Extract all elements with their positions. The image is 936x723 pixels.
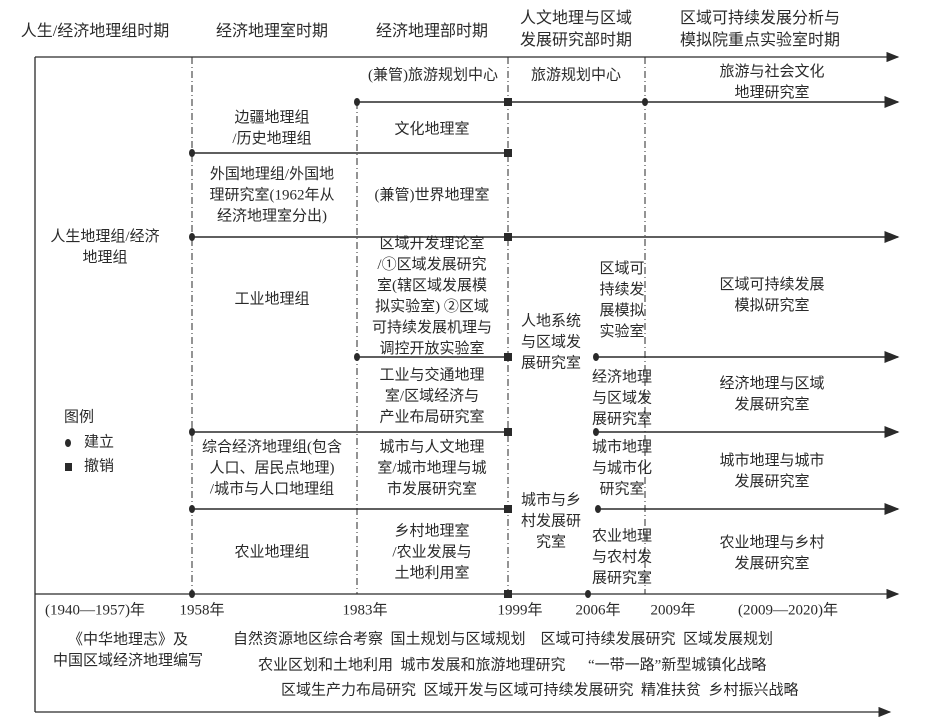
period-header: 经济地理部时期 xyxy=(375,23,489,40)
root-unit: 人生地理组/经济 地理组 xyxy=(50,229,160,266)
research-early: 《中华地理志》及 中国区域经济地理编写 xyxy=(52,632,204,669)
period-header: 人生/经济地理组时期 xyxy=(20,23,170,40)
unit-label: 城市地理与城市 发展研究室 xyxy=(719,453,825,490)
period-header: 区域可持续发展分析与 模拟院重点实验室时期 xyxy=(679,10,841,49)
established-dot xyxy=(642,98,648,106)
year-label: 1958年 xyxy=(179,602,225,619)
period-header: 经济地理室时期 xyxy=(215,23,329,40)
unit-label: 区域开发理论室 /①区域发展研究 室(辖区域发展模 拟实验室) ②区域 可持续发… xyxy=(371,236,493,357)
year-label: 2006年 xyxy=(575,602,621,619)
established-dot xyxy=(593,428,599,436)
established-dot xyxy=(354,98,360,106)
year-label: (1940—1957)年 xyxy=(45,602,145,619)
established-dot xyxy=(189,590,195,598)
abolished-square xyxy=(504,505,512,513)
established-dot xyxy=(189,149,195,157)
unit-label: 农业地理 与农村发 展研究室 xyxy=(591,528,653,587)
year-label: 1999年 xyxy=(497,602,543,619)
abolished-square xyxy=(504,149,512,157)
established-dot xyxy=(585,590,591,598)
established-dot xyxy=(593,353,599,361)
unit-label: 经济地理与区域 发展研究室 xyxy=(719,376,825,413)
unit-label: 乡村地理室 /农业发展与 土地利用室 xyxy=(392,523,472,582)
established-dot xyxy=(189,233,195,241)
unit-label: 人地系统 与区域发 展研究室 xyxy=(520,313,582,372)
abolished-square xyxy=(504,428,512,436)
unit-label: 区域可 持续发 展模拟 实验室 xyxy=(599,261,645,340)
research-line-3: 区域生产力布局研究 区域开发与区域可持续发展研究 精准扶贫 乡村振兴战略 xyxy=(281,682,799,699)
established-dot xyxy=(354,353,360,361)
unit-label: 工业地理组 xyxy=(234,291,310,308)
abolished-square xyxy=(504,590,512,598)
established-dot xyxy=(595,505,601,513)
abolished-square xyxy=(504,98,512,106)
legend-title: 图例 xyxy=(64,409,95,426)
legend-abolished: 撤销 xyxy=(84,458,115,475)
unit-label: 外国地理组/外国地 理研究室(1962年从 经济地理室分出) xyxy=(209,166,335,225)
unit-label: 城市与人文地理 室/城市地理与城 市发展研究室 xyxy=(377,439,487,498)
year-label: 1983年 xyxy=(342,602,388,619)
legend-established: 建立 xyxy=(84,434,115,451)
unit-label: 旅游与社会文化 地理研究室 xyxy=(719,64,825,101)
unit-label: 农业地理与乡村 发展研究室 xyxy=(719,535,825,572)
unit-label: 文化地理室 xyxy=(394,121,470,138)
unit-label: (兼管)世界地理室 xyxy=(374,187,490,204)
unit-label: 综合经济地理组(包含 人口、居民点地理) /城市与人口地理组 xyxy=(202,439,342,498)
unit-label: 农业地理组 xyxy=(234,544,310,561)
unit-label: 边疆地理组 /历史地理组 xyxy=(232,110,312,147)
unit-label: 区域可持续发展 模拟研究室 xyxy=(719,277,825,314)
abolished-square xyxy=(504,233,512,241)
research-line-2: 农业区划和土地利用 城市发展和旅游地理研究 “一带一路”新型城镇化战略 xyxy=(258,657,767,674)
unit-label: 城市地理 与城市化 研究室 xyxy=(591,439,653,498)
year-label: 2009年 xyxy=(650,602,696,619)
unit-label: 城市与乡 村发展研 究室 xyxy=(520,492,582,551)
legend-dot-icon xyxy=(65,439,71,447)
established-dot xyxy=(189,428,195,436)
legend-square-icon xyxy=(65,463,72,471)
period-header: 人文地理与区域 发展研究部时期 xyxy=(519,10,633,49)
unit-label: (兼管)旅游规划中心 xyxy=(368,67,498,84)
unit-label: 经济地理 与区域发 展研究室 xyxy=(591,369,653,428)
research-line-1: 自然资源地区综合考察 国土规划与区域规划 区域可持续发展研究 区域发展规划 xyxy=(233,631,774,648)
established-dot xyxy=(189,505,195,513)
unit-label: 旅游规划中心 xyxy=(530,67,622,84)
abolished-square xyxy=(504,353,512,361)
year-label: (2009—2020)年 xyxy=(738,602,838,619)
unit-label: 工业与交通地理 室/区域经济与 产业布局研究室 xyxy=(379,367,485,426)
